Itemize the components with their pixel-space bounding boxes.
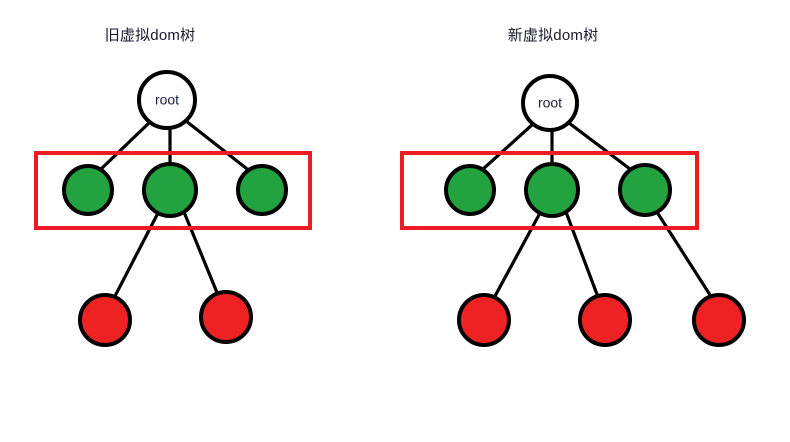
old-green-node-2[interactable] bbox=[142, 162, 198, 218]
edge-green-3-to-red-3 bbox=[653, 207, 714, 300]
edge-green-2-to-red-2 bbox=[564, 210, 600, 299]
new-tree-title: 新虚拟dom树 bbox=[508, 27, 599, 44]
new-red-node-1[interactable] bbox=[457, 293, 511, 347]
old-tree-title: 旧虚拟dom树 bbox=[105, 27, 196, 44]
old-tree-nodes: root bbox=[62, 70, 288, 347]
new-tree-edges bbox=[480, 121, 714, 300]
old-red-node-2[interactable] bbox=[199, 290, 253, 344]
edge-root-to-green-1 bbox=[480, 122, 535, 172]
new-tree-highlight-rect bbox=[400, 151, 699, 230]
new-tree-nodes: root bbox=[444, 74, 746, 347]
edge-green-2-to-red-2 bbox=[182, 210, 220, 297]
edge-root-to-green-3 bbox=[184, 119, 253, 174]
edge-root-to-green-1 bbox=[98, 120, 152, 172]
edge-green-2-to-red-1 bbox=[112, 211, 160, 300]
old-tree-group: 旧虚拟dom树 root bbox=[34, 27, 312, 347]
new-green-node-3[interactable] bbox=[618, 163, 672, 217]
new-red-node-2[interactable] bbox=[578, 293, 632, 347]
new-root-label: root bbox=[538, 95, 562, 111]
old-root-label: root bbox=[155, 92, 179, 108]
new-green-node-2[interactable] bbox=[524, 162, 580, 218]
old-green-node-1[interactable] bbox=[62, 164, 114, 216]
old-root-node[interactable] bbox=[137, 70, 197, 130]
old-green-node-3[interactable] bbox=[236, 164, 288, 216]
new-tree-group: 新虚拟dom树 root bbox=[400, 27, 746, 347]
new-green-node-1[interactable] bbox=[444, 164, 496, 216]
old-tree-highlight-rect bbox=[34, 151, 312, 230]
edge-root-to-green-3 bbox=[567, 121, 636, 174]
new-root-node[interactable] bbox=[521, 74, 579, 132]
old-red-node-1[interactable] bbox=[78, 293, 132, 347]
new-red-node-3[interactable] bbox=[692, 293, 746, 347]
edge-green-2-to-red-1 bbox=[492, 211, 542, 300]
